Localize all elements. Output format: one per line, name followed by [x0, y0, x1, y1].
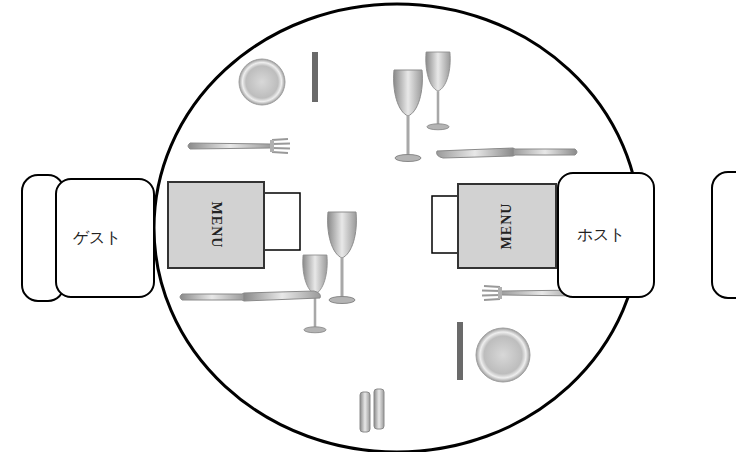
knife: [180, 291, 320, 301]
chair-back: [712, 172, 736, 298]
menu-card: MENU: [167, 181, 265, 269]
menu-card: MENU: [457, 183, 557, 269]
napkin: [457, 322, 463, 380]
guest-chair: ゲスト: [55, 178, 155, 298]
menu-card: [262, 193, 300, 250]
wine-glass: [426, 52, 450, 130]
salt-shaker: [360, 392, 370, 432]
wine-glass: [394, 70, 423, 162]
menu-label: MENU: [499, 203, 515, 250]
wine-glass: [328, 212, 357, 304]
fork: [188, 139, 290, 153]
napkin: [312, 52, 318, 102]
bread-plate: [476, 328, 530, 382]
menu-label: MENU: [208, 202, 224, 249]
pepper-shaker: [374, 389, 384, 429]
host-chair: ホスト: [557, 172, 655, 298]
seat-label: ホスト: [577, 225, 625, 246]
knife: [437, 148, 577, 158]
bread-plate: [239, 59, 285, 105]
seat-label: ゲスト: [73, 228, 121, 249]
